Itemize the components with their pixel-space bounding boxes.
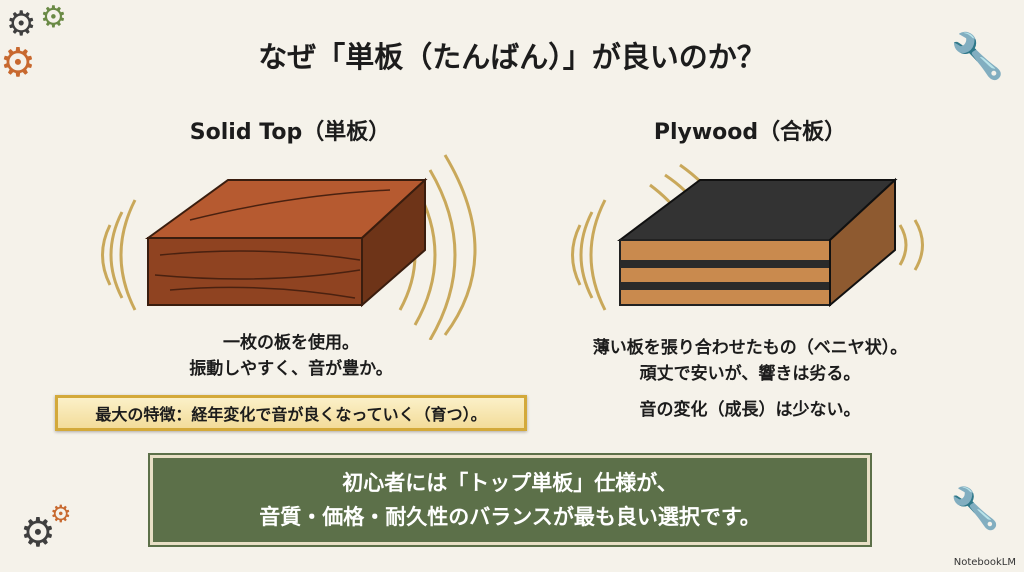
gear-icon: ⚙	[40, 0, 67, 35]
solid-top-heading: Solid Top（単板）	[189, 120, 391, 145]
banner-line-2: 音質・価格・耐久性のバランスが最も良い選択です。	[259, 505, 761, 529]
plywood-heading: Plywood（合板）	[653, 120, 847, 145]
wrench-icon: 🔧	[950, 31, 1005, 82]
wrench-icon: 🔧	[950, 486, 1000, 532]
solid-line-2: 振動しやすく、音が豊か。	[189, 359, 393, 379]
plywood-line-2: 頑丈で安いが、響きは劣る。	[639, 364, 861, 384]
plywood-illustration	[571, 163, 924, 311]
solid-line-1: 一枚の板を使用。	[223, 333, 359, 353]
key-feature-highlight: 最大の特徴：経年変化で音が良くなっていく（育つ）。	[55, 395, 527, 431]
solid-top-description: 一枚の板を使用。 振動しやすく、音が豊か。	[60, 330, 522, 382]
gear-icon: ⚙	[20, 510, 56, 556]
notebooklm-logo: NotebookLM	[953, 557, 1016, 568]
solid-wood-illustration	[101, 154, 477, 340]
plywood-line-1: 薄い板を張り合わせたもの（ベニヤ状）。	[592, 338, 908, 358]
banner-line-1: 初心者には「トップ単板」仕様が、	[342, 471, 678, 495]
page-title: なぜ「単板（たんばん）」が良いのか？	[258, 40, 766, 74]
gear-icon: ⚙	[6, 4, 37, 44]
gear-icon: ⚙	[0, 40, 36, 86]
plywood-line-3: 音の変化（成長）は少ない。	[639, 400, 861, 420]
gear-icon: ⚙	[50, 500, 72, 528]
plywood-description: 薄い板を張り合わせたもの（ベニヤ状）。 頑丈で安いが、響きは劣る。 音の変化（成…	[540, 335, 960, 423]
recommendation-banner: 初心者には「トップ単板」仕様が、 音質・価格・耐久性のバランスが最も良い選択です…	[148, 453, 872, 547]
